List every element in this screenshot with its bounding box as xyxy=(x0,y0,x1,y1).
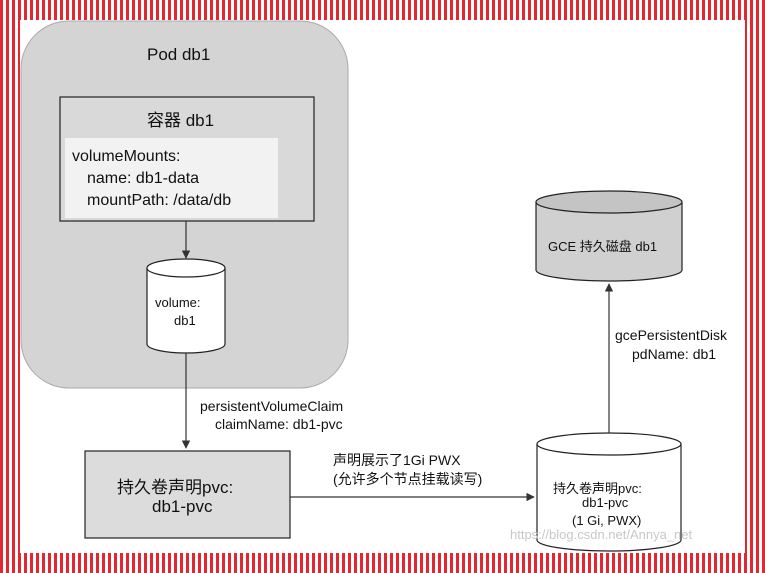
pvc-box xyxy=(84,450,291,539)
volume-mounts-panel xyxy=(65,138,278,218)
container-title: 容器 db1 xyxy=(147,111,215,130)
diagram-canvas: Pod db1 容器 db1 volumeMounts: name: db1-d… xyxy=(20,20,745,553)
pod-title: Pod db1 xyxy=(147,45,211,64)
gce-disk-label: GCE 持久磁盘 db1 xyxy=(548,239,658,254)
watermark: https://blog.csdn.net/Annya_net xyxy=(510,527,693,542)
pvc-ref-line2: claimName: db1-pvc xyxy=(215,416,343,432)
pv-cylinder xyxy=(536,432,682,552)
diagram-shapes xyxy=(20,20,683,552)
pv-line1: 持久卷声明pvc: xyxy=(553,481,642,496)
pvc-box-title: 持久卷声明pvc: xyxy=(117,478,234,497)
pv-line3: (1 Gi, PWX) xyxy=(572,513,642,528)
pvc-ref-line1: persistentVolumeClaim xyxy=(200,398,344,414)
pvc-box-name: db1-pvc xyxy=(152,497,213,516)
volume-name: db1 xyxy=(174,313,196,328)
edge-label-line1: 声明展示了1Gi PWX xyxy=(333,452,461,468)
mount-path: mountPath: /data/db xyxy=(87,192,232,209)
volume-cylinder xyxy=(146,258,226,354)
volume-label: volume: xyxy=(155,295,201,310)
gce-disk-cylinder xyxy=(535,190,683,282)
volume-mounts-label: volumeMounts: xyxy=(72,148,181,165)
gce-ref-line1: gcePersistentDisk xyxy=(615,327,728,343)
mount-name: name: db1-data xyxy=(87,170,200,187)
gce-ref-line2: pdName: db1 xyxy=(632,346,717,362)
edge-label-line2: (允许多个节点挂载读写) xyxy=(333,471,483,487)
pv-line2: db1-pvc xyxy=(582,495,629,510)
